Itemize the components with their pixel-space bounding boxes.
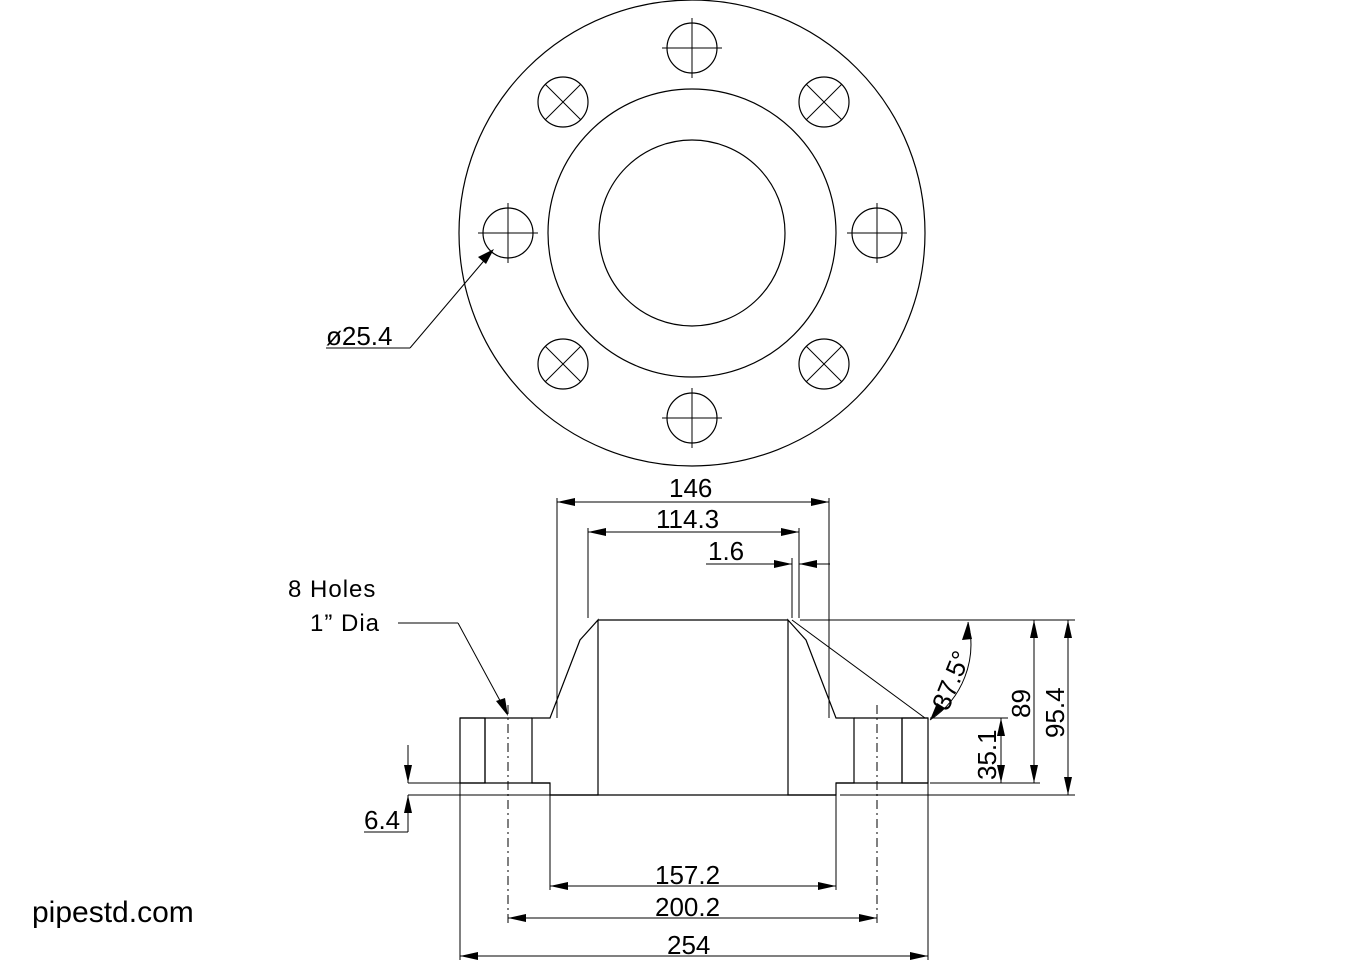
dim-95-4: 95.4	[1040, 687, 1070, 738]
right-flange-section	[901, 717, 929, 784]
hole-dia-leader	[326, 249, 494, 349]
bolt-hole-top-right	[798, 76, 850, 128]
dim-37-5: 37.5°	[926, 646, 977, 714]
dim-6-4: 6.4	[364, 805, 400, 835]
left-hub-section	[531, 618, 599, 796]
dim-254: 254	[667, 930, 710, 960]
right-hub-section	[787, 618, 855, 796]
outer-circle	[458, 0, 926, 467]
dim-146: 146	[669, 473, 712, 503]
watermark: pipestd.com	[32, 896, 194, 929]
bolt-hole-top-left	[537, 76, 589, 128]
raised-face-circle	[547, 88, 837, 378]
bolt-hole-bottom	[662, 388, 722, 448]
dim-114-3: 114.3	[656, 504, 719, 534]
dim-35-1: 35.1	[972, 729, 1002, 780]
dim-89: 89	[1006, 689, 1036, 718]
bore-circle	[598, 139, 786, 327]
dim-157-2: 157.2	[655, 860, 720, 890]
plan-view: ø25.4	[326, 0, 926, 467]
dim-1-6: 1.6	[708, 536, 744, 566]
bolt-hole-bottom-right	[798, 338, 850, 390]
left-flange-section	[459, 717, 486, 784]
bolt-hole-top	[662, 18, 722, 78]
bolt-hole-right	[847, 203, 907, 263]
bolt-hole-left	[478, 203, 538, 263]
dimension-lines	[364, 498, 1075, 960]
bolt-hole-bottom-left	[537, 338, 589, 390]
holes-note-line2: 1” Dia	[310, 610, 380, 637]
dim-200-2: 200.2	[655, 892, 720, 922]
hole-dia-label: ø25.4	[326, 321, 393, 351]
section-view	[459, 618, 929, 925]
holes-note-line1: 8 Holes	[288, 576, 376, 603]
